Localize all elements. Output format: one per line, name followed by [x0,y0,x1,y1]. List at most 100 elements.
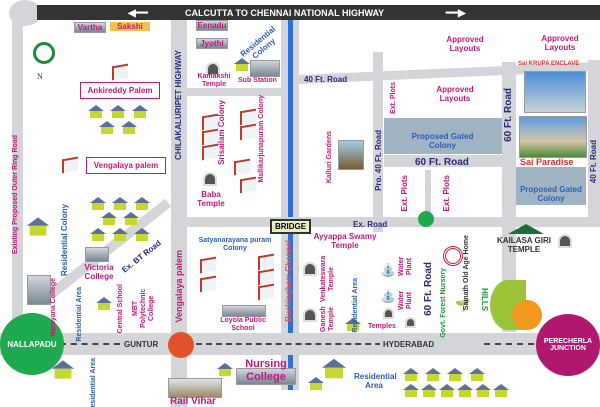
sakshi-building: Sakshi [110,22,150,32]
house-icon [469,368,485,381]
water-plant-2: Water Plant [398,290,414,310]
house-icon [308,377,324,390]
green-roundabout [418,211,434,227]
sainath-home: Sainath Old Age Home [463,235,470,311]
jyothi-building: Jyothi [196,38,228,50]
house-icon [475,384,491,397]
sixty-ft-label: 60 Ft. Road [415,157,469,168]
sixty-ft-lower-label: 60 Ft. Road [423,262,434,316]
house-icon [439,384,455,397]
house-icon [110,105,126,118]
house-icon [112,228,128,241]
house-icon [123,212,139,225]
residential-area-3: Residential Area [354,372,397,391]
house-icon [421,384,437,397]
nallapadu-junction[interactable]: NALLAPADU [0,313,64,375]
house-icon [234,58,250,71]
house-icon [345,318,361,331]
gated-colony-block-2 [516,167,586,205]
perecherla-junction[interactable]: PERECHERLA JUNCTION [536,314,600,376]
sai-paradise: Sai Paradise [520,157,574,167]
signal-dot [168,332,194,358]
sai-krupa-photo [524,71,586,113]
house-icon [425,368,441,381]
hyderabad-label: HYDERABAD [380,340,438,350]
approved-layouts-1: Approved Layouts [446,35,484,54]
water-plant-icon: ⛲ [380,288,397,303]
arrow-left-icon: ◀━━ [128,8,148,19]
sixty-ft-vertical-road [502,62,516,332]
chilakaluripet-label: CHILAKALURIPET HIGHWAY [174,50,183,160]
road-dashes-right [484,343,534,345]
channel-label: Buckingham Channel [284,240,293,322]
pro-forty-ft-label: Pro. 40 Ft. Road [374,130,383,191]
outer-ring-road [12,10,23,325]
ganesh-temple: Ganesh Temple [320,306,336,333]
ex-road [187,217,600,227]
road-dashes-mid [196,343,411,345]
house-icon [403,384,419,397]
highway-label: CALCUTTA TO CHENNAI NATIONAL HIGHWAY [185,8,385,18]
house-icon [90,197,106,210]
channel [288,20,293,390]
arrow-right-icon: ━━▶ [446,8,466,19]
ankireddy-palem: Ankireddy Palem [80,82,160,100]
house-icon [26,217,50,236]
nursing-college-photo [236,368,296,385]
temple-icon [383,308,394,319]
residential-area-2: Residential Area [352,278,359,333]
eenadu-building: Eenadu [196,20,228,32]
forty-ft-right-label: 40 Ft. Road [589,140,598,184]
kailasa-giri-temple: KAILASA GIRI TEMPLE [497,236,551,255]
sixty-ft-road [384,155,514,167]
house-icon [62,156,78,174]
national-highway [37,5,600,20]
water-plant-icon: ⛲ [380,262,397,277]
narayana-college: Narayana College [50,278,57,337]
temple-icon [203,172,217,186]
house-icon [101,212,117,225]
house-icon [112,197,128,210]
pro-forty-ft-road [373,52,383,232]
house-icon [134,228,150,241]
house-icon [51,360,75,379]
house-icon [121,121,137,134]
ext-plots-1: Ext. Plots [390,82,397,114]
kalluri-gardens-photo [338,140,364,170]
victoria-college-photo [85,247,109,262]
vengalaya-palem: Vengalaya palem [86,157,166,175]
narayana-college-photo [27,275,51,305]
house-icon [200,256,216,274]
gated-colony-label-1: Proposed Gated Colony [411,132,474,151]
road-dashes-left [60,343,120,345]
residential-area-4: Residential Area [90,358,97,407]
kalluri-gardens: Kalluri Gardens [326,131,333,184]
loyola-school: Loyola Public School [220,317,266,333]
rail-vihar-photo [168,378,222,398]
ext-plots-road [425,170,431,220]
sixty-ft-vertical-label: 60 Ft. Road [503,88,514,142]
srisailam-colony: Srisailam Colony [217,100,226,165]
loyola-school-photo [222,305,266,317]
house-icon [99,121,115,134]
nursery-icon: 🌱 [455,298,470,312]
house-icon [132,105,148,118]
central-school: Central School [117,284,124,334]
top-connector-road [187,88,282,96]
vartha-building: Vartha [74,22,106,34]
house-icon [88,105,104,118]
sainath-icon [443,246,463,266]
house-icon [258,283,274,301]
nursing-college: Nursing College [245,358,287,383]
sub-station: Sub Station [238,77,277,84]
house-icon [322,358,346,379]
forest-nursery: Govt. Forest Nursery [440,268,447,338]
guntur-label: GUNTUR [124,340,159,349]
compass-label: N [37,72,43,81]
ext-plots-2: Ext. Plots [400,175,409,212]
perecherla-label: PERECHERLA JUNCTION [543,338,593,352]
victoria-college: Victoria College [84,263,114,282]
sai-krupa-enclave: Sai KRUPA ENCLAVE [518,61,580,67]
house-icon [90,228,106,241]
